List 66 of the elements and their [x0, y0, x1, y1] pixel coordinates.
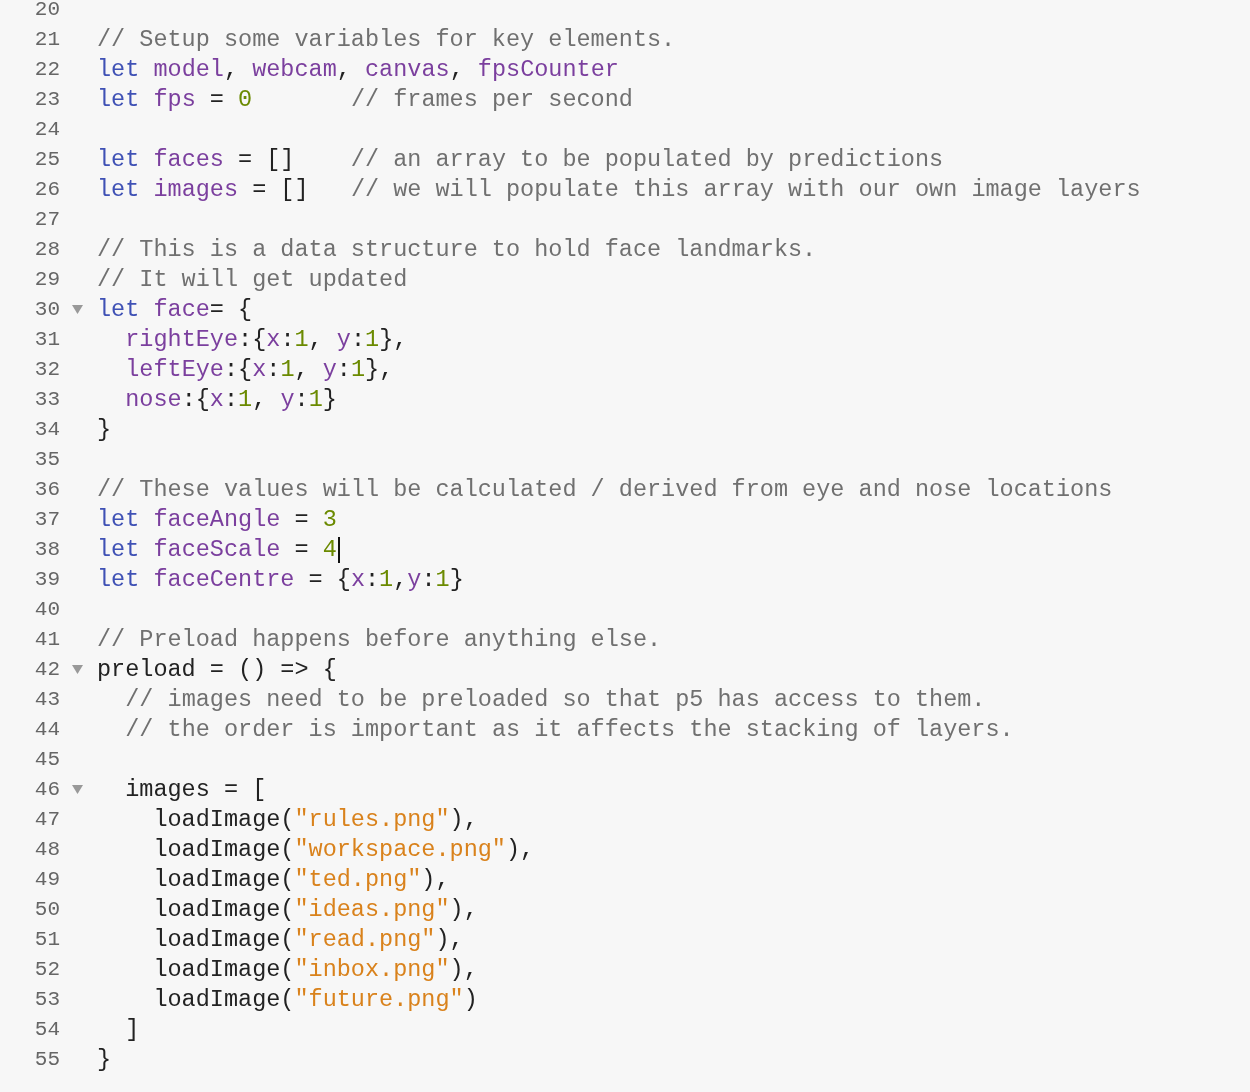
line-number: 52: [33, 957, 60, 983]
code-line: let face= {: [97, 295, 253, 325]
code-line: loadImage("inbox.png"),: [152, 955, 478, 985]
line-number: 47: [33, 807, 60, 833]
code-line: let model, webcam, canvas, fpsCounter: [97, 55, 619, 85]
line-number: 46: [33, 777, 60, 803]
code-line: images = [: [124, 775, 267, 805]
line-number: 51: [33, 927, 60, 953]
line-number: 54: [33, 1017, 60, 1043]
line-number: 26: [33, 177, 60, 203]
code-line: // It will get updated: [97, 265, 408, 295]
code-line: }: [97, 415, 112, 445]
line-number: 25: [33, 147, 60, 173]
line-number: 31: [33, 327, 60, 353]
code-line: let faceScale = 4: [97, 535, 337, 565]
line-number: 40: [33, 597, 60, 623]
code-line: // the order is important as it affects the stacking of layers.: [124, 715, 1014, 745]
code-line: // This is a data structure to hold face landmarks.: [97, 235, 817, 265]
code-line: // Preload happens before anything else.: [97, 625, 662, 655]
code-line: // Setup some variables for key elements.: [97, 25, 676, 55]
line-number: 49: [33, 867, 60, 893]
line-number: 39: [33, 567, 60, 593]
code-line: loadImage("ted.png"),: [152, 865, 450, 895]
code-line: let fps = 0 // frames per second: [97, 85, 633, 115]
line-number: 30: [33, 297, 60, 323]
line-number: 44: [33, 717, 60, 743]
code-line: loadImage("workspace.png"),: [152, 835, 535, 865]
line-number: 34: [33, 417, 60, 443]
line-number: 53: [33, 987, 60, 1013]
code-line: loadImage("rules.png"),: [152, 805, 478, 835]
line-number: 43: [33, 687, 60, 713]
code-line: let faceAngle = 3: [97, 505, 337, 535]
line-number: 24: [33, 117, 60, 143]
code-line: loadImage("ideas.png"),: [152, 895, 478, 925]
code-line: rightEye:{x:1, y:1},: [124, 325, 408, 355]
line-number: 55: [33, 1047, 60, 1073]
line-number: 28: [33, 237, 60, 263]
line-number: 27: [33, 207, 60, 233]
code-line: let faceCentre = {x:1,y:1}: [97, 565, 464, 595]
line-number: 35: [33, 447, 60, 473]
line-number: 36: [33, 477, 60, 503]
code-line: loadImage("future.png"): [152, 985, 478, 1015]
code-line: loadImage("read.png"),: [152, 925, 464, 955]
code-line: preload = () => {: [97, 655, 337, 685]
code-line: }: [97, 1045, 112, 1075]
line-number: 42: [33, 657, 60, 683]
line-number: 22: [33, 57, 60, 83]
code-line: nose:{x:1, y:1}: [124, 385, 337, 415]
line-number: 21: [33, 27, 60, 53]
line-number: 48: [33, 837, 60, 863]
line-number: 37: [33, 507, 60, 533]
code-line: // images need to be preloaded so that p5 has access to them.: [124, 685, 986, 715]
line-number: 41: [33, 627, 60, 653]
line-number: 50: [33, 897, 60, 923]
code-line: ]: [124, 1015, 140, 1045]
line-number: 20: [33, 0, 60, 23]
line-number: 32: [33, 357, 60, 383]
code-line: let images = [] // we will populate this array with our own image layers: [97, 175, 1141, 205]
line-number: 29: [33, 267, 60, 293]
line-number: 45: [33, 747, 60, 773]
code-line: // These values will be calculated / derived from eye and nose locations: [97, 475, 1113, 505]
line-number: 23: [33, 87, 60, 113]
line-number: 33: [33, 387, 60, 413]
code-line: leftEye:{x:1, y:1},: [124, 355, 394, 385]
code-line: let faces = [] // an array to be populated by predictions: [97, 145, 944, 175]
line-number: 38: [33, 537, 60, 563]
